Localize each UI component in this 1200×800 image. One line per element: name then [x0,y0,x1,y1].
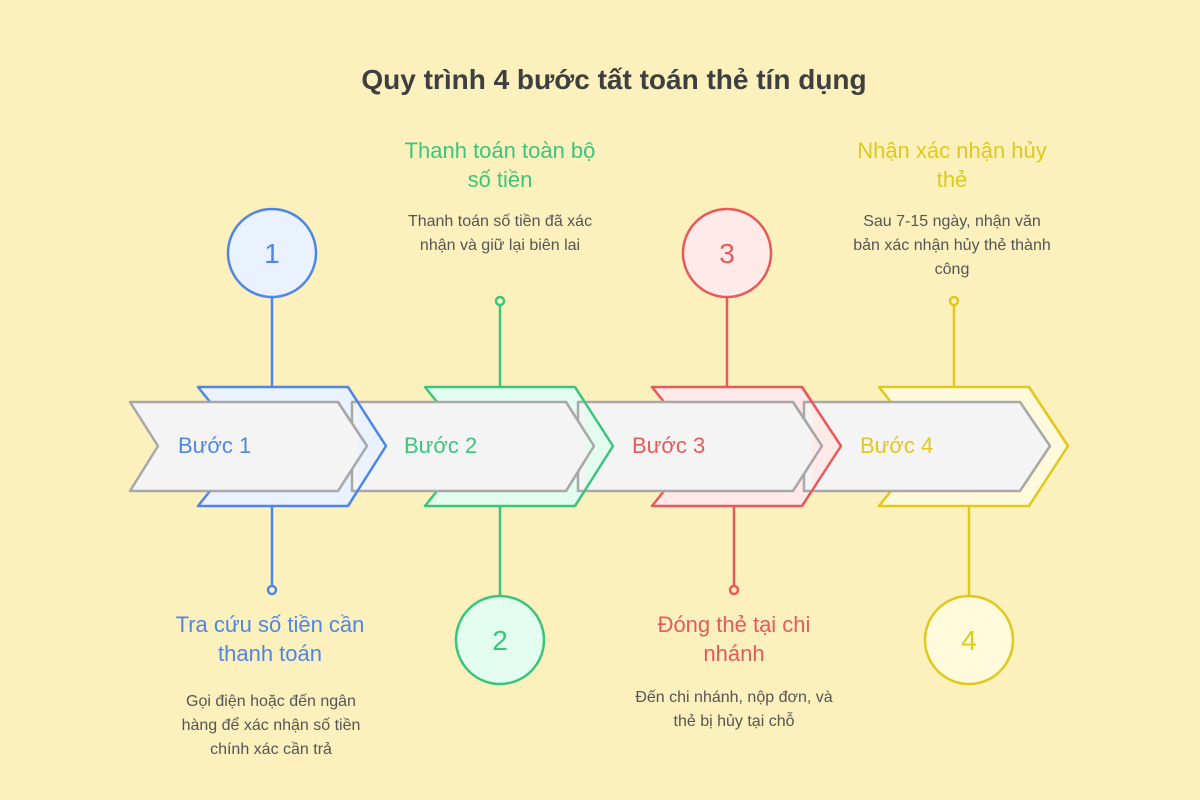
step-4-label: Bước 4 [860,433,933,458]
step-2-number-circle [454,594,546,686]
step-3-number: 3 [719,238,735,269]
step-2-number: 2 [492,625,508,656]
step-3-label: Bước 3 [632,433,705,458]
step-3-heading: Đóng thẻ tại chi nhánh [657,612,811,666]
step-2-label: Bước 2 [404,433,477,458]
diagram-title: Quy trình 4 bước tất toán thẻ tín dụng [361,64,867,95]
step-3-number-circle [681,207,773,299]
step-1-label: Bước 1 [178,433,251,458]
step-1-number: 1 [264,238,280,269]
step-3-description: Đến chi nhánh, nộp đơn, và thẻ bị hủy tạ… [635,689,833,730]
step-2-chevron-tip-outline [573,386,615,507]
step-4-number: 4 [961,625,977,656]
step-1-chevron-tip-outline [346,386,388,507]
step-4-description: Sau 7-15 ngày, nhận văn bản xác nhận hủy… [853,213,1051,278]
step-1-number-circle [226,207,318,299]
step-1-connector-dot [266,584,278,596]
step-3-arrow-tip [791,401,824,492]
step-4-number-circle [923,594,1015,686]
step-3-connector-dot [728,584,740,596]
step-3-chevron-tip-outline [800,386,843,507]
step-2-connector-dot [494,295,506,307]
step-2-heading: Thanh toán toàn bộ số tiền [404,138,596,192]
step-1-description: Gọi điện hoặc đến ngân hàng để xác nhận … [181,693,361,758]
step-1-heading: Tra cứu số tiền cần thanh toán [175,612,365,666]
step-4-connector-dot [948,295,960,307]
step-1-arrow-tip [336,401,369,492]
step-2-arrow-tip [564,401,596,492]
step-4-heading: Nhận xác nhận hủy thẻ [857,138,1047,192]
step-2-description: Thanh toán số tiền đã xác nhận và giữ lạ… [407,213,593,254]
